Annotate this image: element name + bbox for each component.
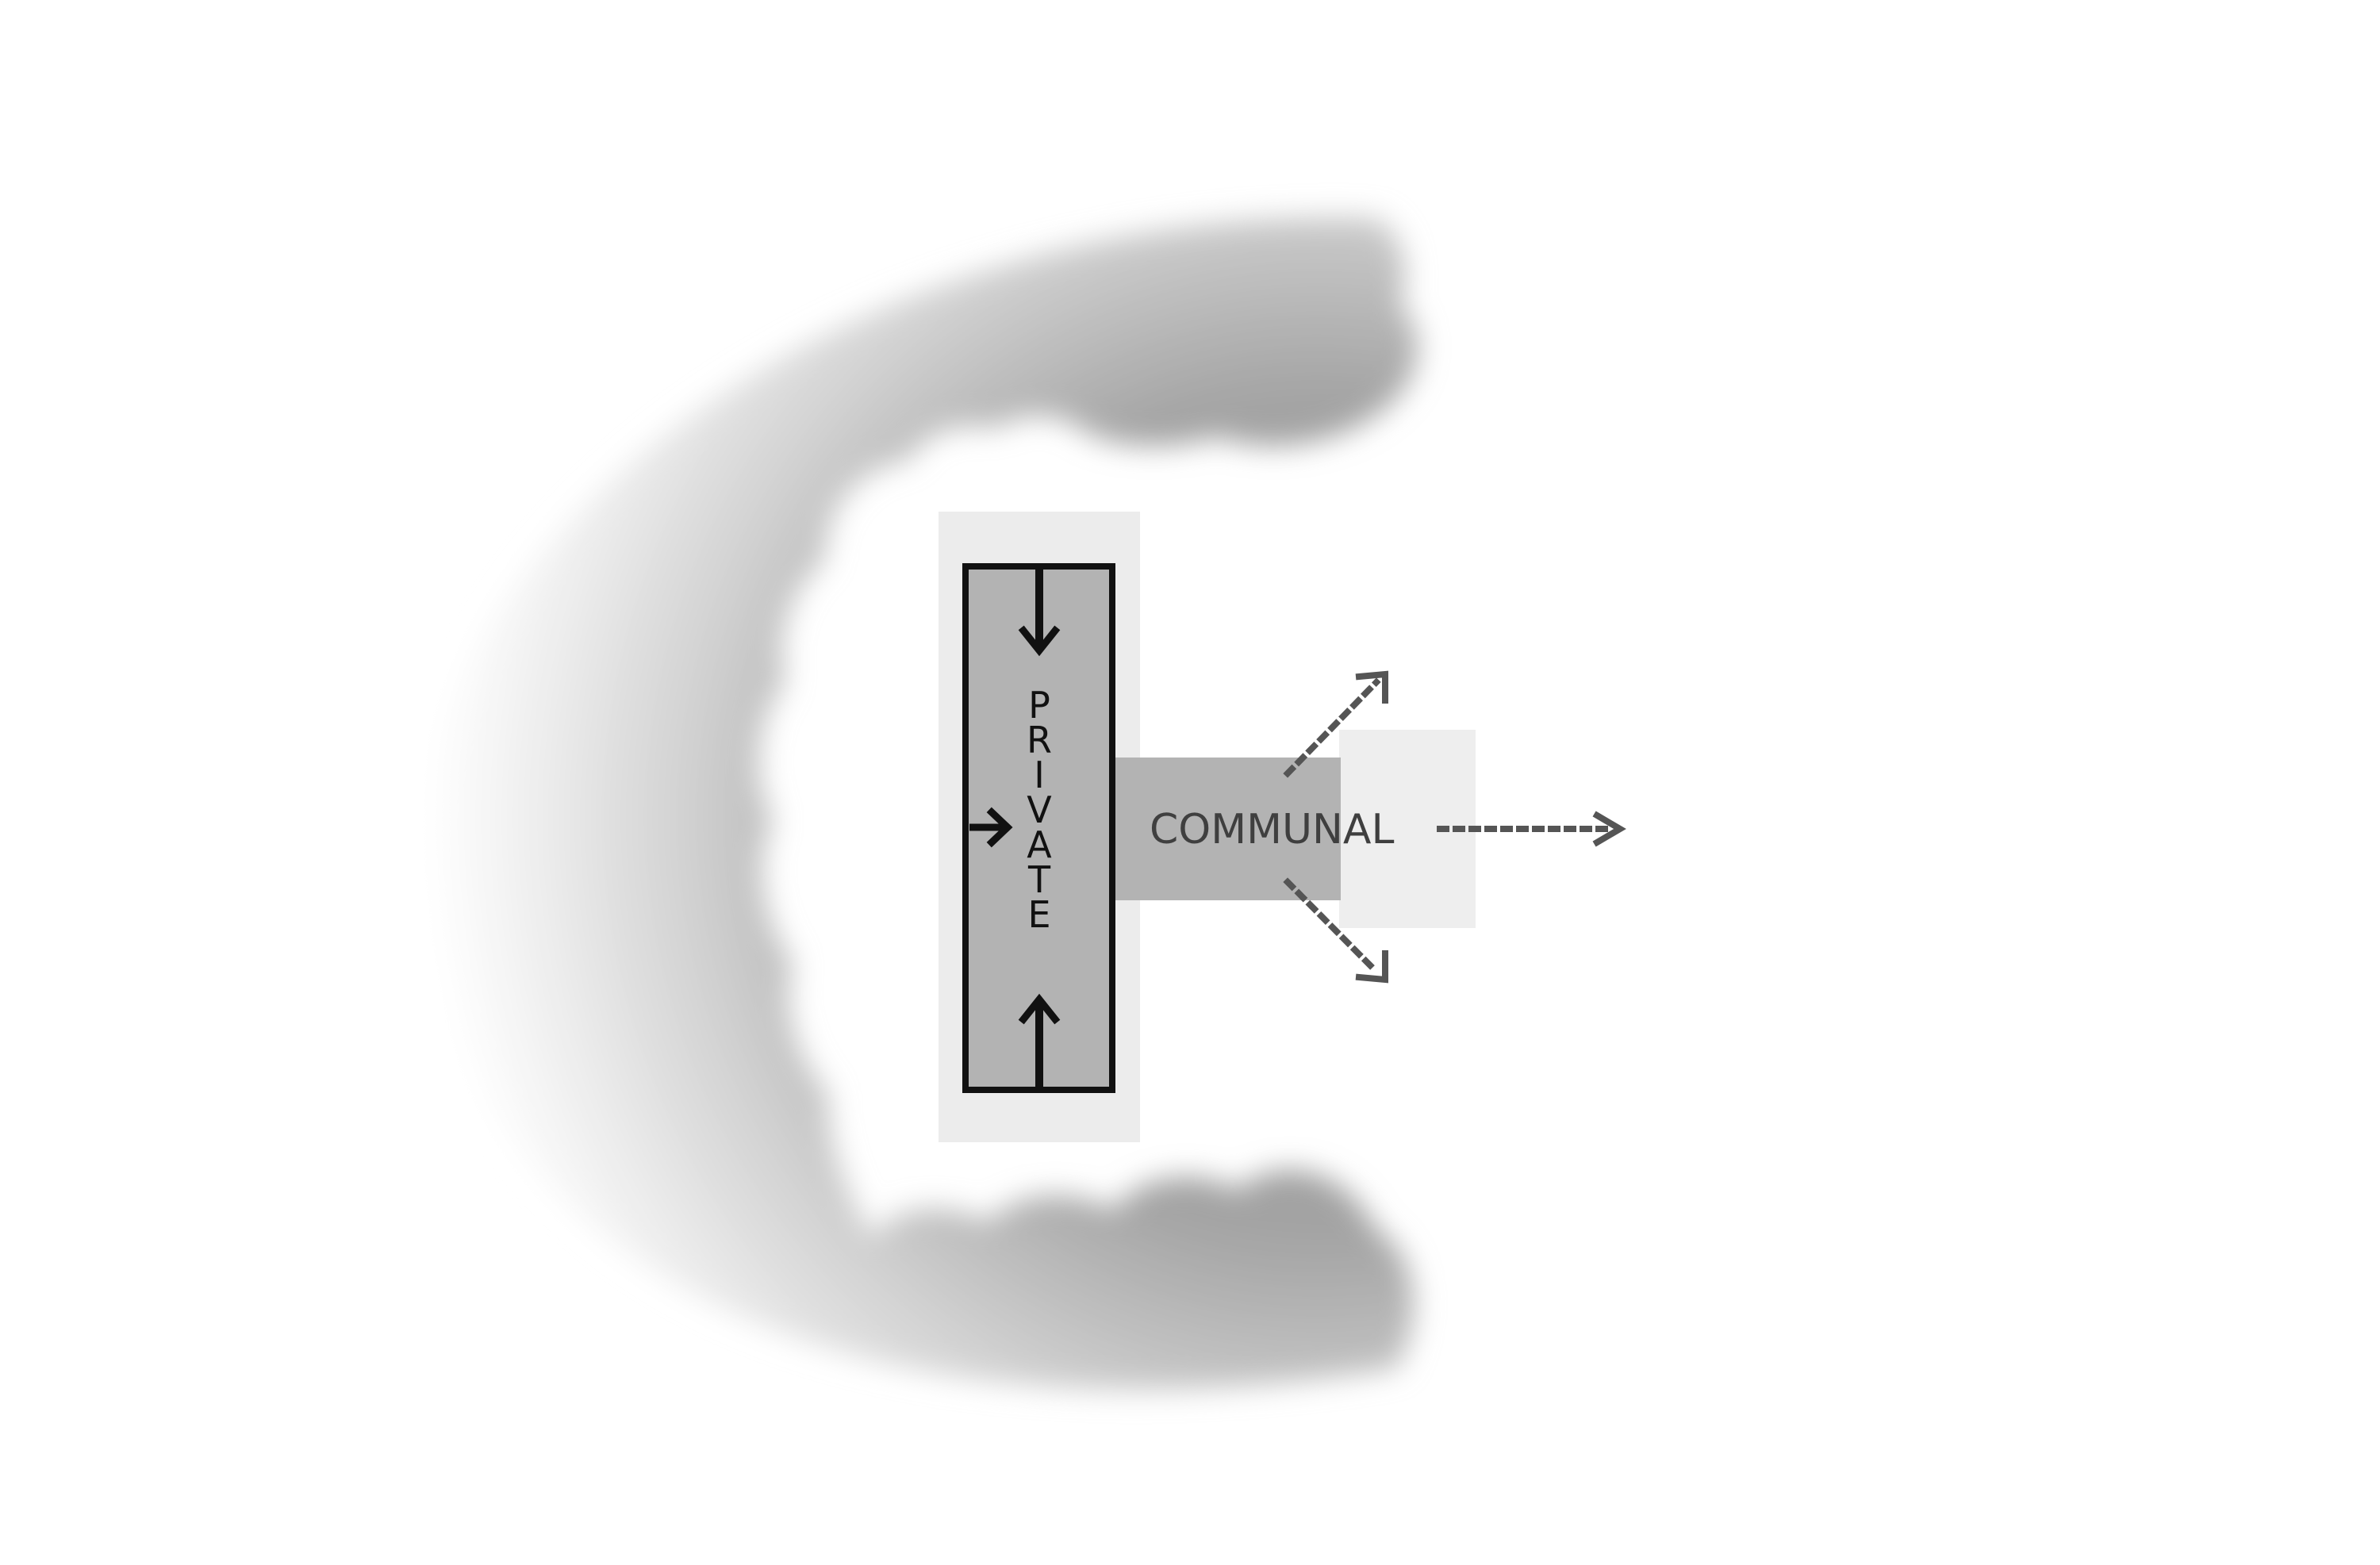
private-label-letter: E — [1027, 893, 1050, 936]
private-label-letter: A — [1027, 823, 1052, 866]
outgoing-arrow-lower-right — [1283, 877, 1388, 984]
inward-arrow-bottom — [1018, 993, 1061, 1087]
private-label-letter: P — [1028, 684, 1050, 727]
private-label-letter: T — [1027, 858, 1051, 901]
communal-zone — [1107, 758, 1341, 900]
communal-label: COMMUNAL — [1150, 806, 1395, 853]
private-label-letter: R — [1027, 719, 1052, 761]
c-shaped-cloud — [419, 217, 1418, 1390]
inward-arrow-left — [969, 807, 1013, 848]
inward-arrow-top — [1018, 570, 1061, 657]
outgoing-arrow-upper-right — [1283, 670, 1388, 778]
private-label-letter: I — [1034, 754, 1045, 796]
private-label-letter: V — [1027, 788, 1052, 831]
outgoing-arrow-right — [1437, 811, 1626, 847]
